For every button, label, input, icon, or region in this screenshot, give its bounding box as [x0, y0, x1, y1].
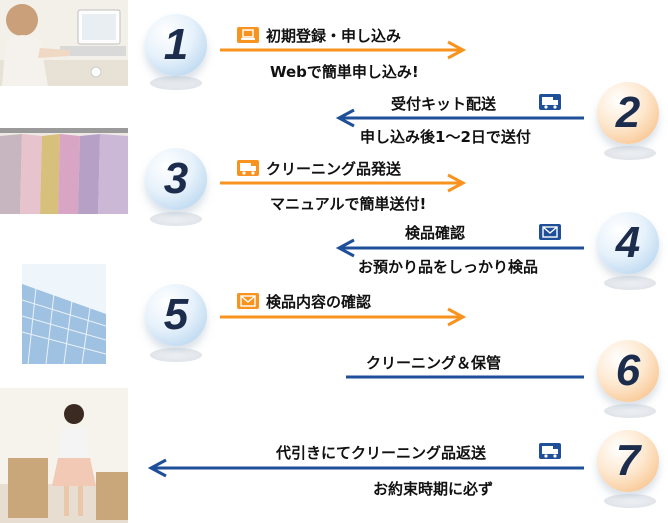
arrow-step-3: [220, 173, 467, 193]
woman-at-laptop-photo: [0, 0, 128, 86]
step-title: クリーニング品発送: [266, 160, 402, 178]
woman-with-boxes-photo: [0, 388, 128, 523]
step-subtitle: マニュアルで簡単送付!: [270, 195, 427, 213]
step-subtitle: 申し込み後1～2日で送付: [360, 128, 531, 146]
step-title: 検品内容の確認: [266, 293, 372, 311]
mail-icon: [237, 293, 259, 309]
pedestal: [604, 146, 656, 160]
step-subtitle: お約束時期に必ず: [373, 480, 494, 498]
step-number-circle: 1: [145, 14, 207, 76]
step-number: 6: [615, 346, 641, 395]
step-number-circle: 2: [597, 82, 659, 144]
step-number: 2: [615, 88, 641, 137]
keyboard-photo: [22, 264, 106, 364]
step-number: 5: [163, 290, 189, 339]
clothes-rack-photo: [0, 128, 128, 214]
step-subtitle: お預かり品をしっかり検品: [358, 258, 539, 276]
arrow-step-7: [147, 458, 584, 478]
step-number: 7: [615, 436, 641, 485]
pedestal: [150, 348, 202, 362]
step-title: 初期登録・申し込み: [266, 27, 402, 45]
step-number: 1: [163, 20, 189, 69]
pedestal: [150, 76, 202, 90]
step-title: クリーニング＆保管: [366, 354, 502, 372]
step-title: 代引きにてクリーニング品返送: [276, 444, 487, 462]
mail-icon: [539, 224, 561, 240]
arrow-step-5: [220, 307, 467, 327]
delivery-truck-icon: [539, 94, 561, 110]
arrow-step-4: [335, 238, 584, 258]
step-subtitle: Webで簡単申し込み!: [270, 63, 419, 81]
arrow-step-1: [220, 40, 467, 60]
step-number: 3: [163, 154, 189, 203]
arrow-step-2: [335, 108, 584, 128]
step-title: 受付キット配送: [391, 95, 497, 113]
delivery-truck-icon: [539, 443, 561, 459]
step-number-circle: 4: [597, 212, 659, 274]
step-title: 検品確認: [405, 224, 466, 242]
pedestal: [604, 494, 656, 508]
pedestal: [604, 404, 656, 418]
step-number-circle: 5: [145, 284, 207, 346]
step-number: 4: [615, 218, 641, 267]
computer-icon: [237, 27, 259, 43]
step-number-circle: 6: [597, 340, 659, 402]
delivery-truck-icon: [237, 160, 259, 176]
step-number-circle: 7: [597, 430, 659, 492]
pedestal: [150, 212, 202, 226]
pedestal: [604, 276, 656, 290]
step-number-circle: 3: [145, 148, 207, 210]
